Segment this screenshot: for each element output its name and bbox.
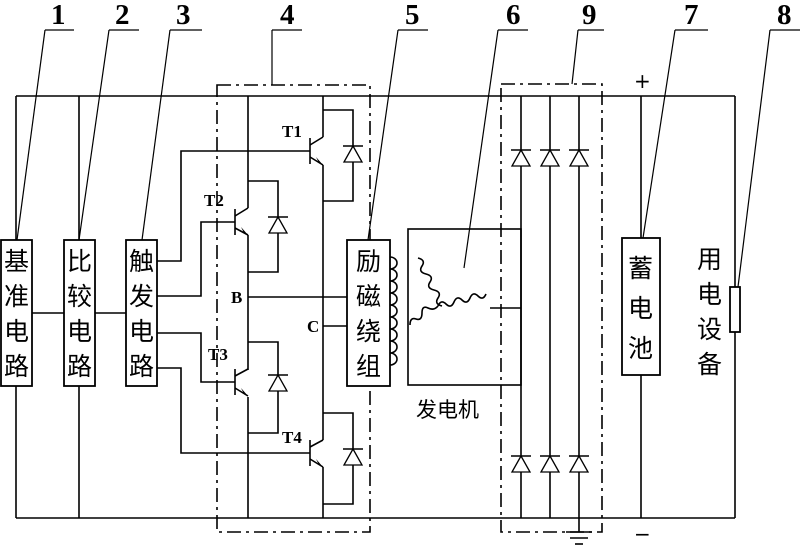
minus-sign: − bbox=[634, 522, 651, 546]
excitation-winding-char-4: 组 bbox=[356, 352, 381, 381]
label-t2: T2 bbox=[204, 191, 224, 210]
load-char-4: 备 bbox=[697, 350, 722, 379]
comparison-circuit-char-4: 路 bbox=[67, 352, 92, 381]
callout-6: 6 bbox=[506, 0, 521, 31]
trigger-circuit-char-4: 路 bbox=[129, 352, 154, 381]
generator-stator bbox=[408, 229, 521, 385]
excitation-winding-char-1: 励 bbox=[356, 247, 381, 276]
callout-9: 9 bbox=[582, 0, 597, 31]
trigger-circuit-char-3: 电 bbox=[129, 317, 154, 346]
transistor-t3 bbox=[235, 369, 248, 396]
excitation-winding-char-3: 绕 bbox=[356, 317, 381, 346]
load-char-2: 电 bbox=[697, 280, 722, 309]
rectifier-wiring bbox=[511, 96, 589, 532]
node-c-label: C bbox=[307, 317, 319, 336]
battery-char-3: 池 bbox=[628, 334, 653, 363]
reference-circuit-char-4: 路 bbox=[4, 352, 29, 381]
battery-char-2: 电 bbox=[628, 294, 653, 323]
plus-sign: + bbox=[634, 69, 651, 93]
bridge-wiring bbox=[248, 96, 353, 518]
transistor-t4 bbox=[310, 440, 323, 467]
reference-circuit-char-1: 基 bbox=[4, 247, 29, 276]
label-t1: T1 bbox=[282, 122, 302, 141]
callout-5: 5 bbox=[405, 0, 420, 31]
comparison-circuit-char-2: 较 bbox=[67, 282, 92, 311]
reference-circuit-char-2: 准 bbox=[4, 282, 29, 311]
comparison-circuit-char-3: 电 bbox=[67, 317, 92, 346]
callout-8: 8 bbox=[777, 0, 792, 31]
battery-char-1: 蓄 bbox=[628, 254, 653, 283]
excitation-coil bbox=[390, 257, 397, 365]
label-t3: T3 bbox=[208, 345, 228, 364]
transistor-t2 bbox=[235, 208, 248, 235]
comparison-circuit-char-1: 比 bbox=[67, 247, 92, 276]
callout-1: 1 bbox=[51, 0, 66, 31]
transistor-t1 bbox=[310, 137, 323, 165]
label-t4: T4 bbox=[282, 428, 302, 447]
trigger-circuit-char-2: 发 bbox=[129, 282, 154, 311]
load-box bbox=[730, 287, 740, 332]
reference-circuit-char-3: 电 bbox=[4, 317, 29, 346]
load-char-1: 用 bbox=[697, 245, 722, 274]
excitation-winding-char-2: 磁 bbox=[356, 282, 381, 311]
callout-4: 4 bbox=[280, 0, 295, 31]
node-b-label: B bbox=[231, 288, 242, 307]
callout-7: 7 bbox=[684, 0, 699, 31]
generator-label: 发电机 bbox=[416, 398, 479, 422]
callout-2: 2 bbox=[115, 0, 130, 31]
load-char-3: 设 bbox=[697, 315, 722, 344]
ground-icon bbox=[566, 532, 592, 544]
callout-3: 3 bbox=[176, 0, 191, 31]
trigger-circuit-char-1: 触 bbox=[129, 247, 154, 276]
